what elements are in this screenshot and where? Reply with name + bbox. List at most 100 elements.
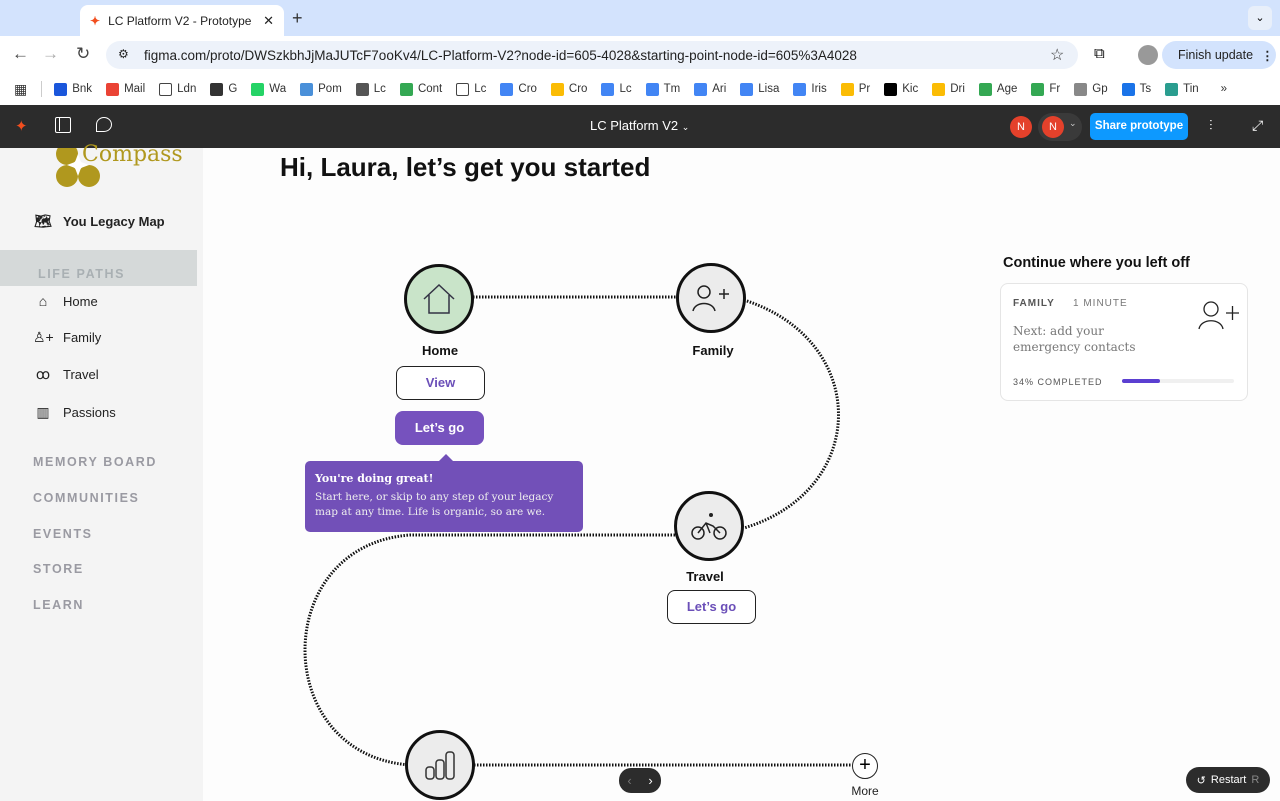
nav-memory-board[interactable]: MEMORY BOARD <box>33 455 158 469</box>
comment-icon[interactable] <box>96 117 112 132</box>
view-button[interactable]: View <box>396 366 485 400</box>
bookmark-icon <box>159 82 173 96</box>
more-bookmarks-icon[interactable]: » <box>1220 83 1228 95</box>
nav-communities[interactable]: COMMUNITIES <box>33 491 140 505</box>
figma-logo-icon[interactable]: ✦ <box>15 118 28 135</box>
tooltip-title: You're doing great! <box>315 472 434 485</box>
progress-fill <box>1122 379 1161 383</box>
bookmark-icon <box>550 82 564 96</box>
family-node[interactable] <box>676 263 746 333</box>
bookmark-item[interactable]: Ldn <box>159 82 196 96</box>
more-plus-icon[interactable]: + <box>852 753 878 779</box>
home-icon: ⌂ <box>38 293 48 309</box>
bookmark-item[interactable]: Lisa <box>740 82 779 96</box>
profile-avatar[interactable] <box>1138 45 1158 65</box>
bookmark-item[interactable]: Gp <box>1074 82 1108 96</box>
bookmark-item[interactable]: Dri <box>932 82 965 96</box>
apps-icon[interactable]: ▦ <box>14 80 28 97</box>
bookmark-label: Pom <box>318 83 342 95</box>
bookmark-item[interactable]: Tin <box>1165 82 1199 96</box>
bookmark-star-icon[interactable]: ☆ <box>1050 47 1065 64</box>
new-tab-button[interactable]: + <box>292 8 303 28</box>
sidebar-item-home[interactable]: ⌂Home <box>33 293 98 309</box>
next-icon[interactable]: › <box>648 773 653 788</box>
bookmark-icon <box>1074 82 1088 96</box>
onboarding-tooltip: You're doing great! Start here, or skip … <box>305 454 583 532</box>
progress-track <box>1122 379 1234 383</box>
restart-label: Restart <box>1210 774 1247 786</box>
bookmark-icon <box>645 82 659 96</box>
bookmark-item[interactable]: Lc <box>355 82 386 96</box>
home-lets-go-button[interactable]: Let’s go <box>395 411 484 445</box>
user-avatar[interactable]: N <box>1042 116 1064 138</box>
bookmark-item[interactable]: Fr <box>1031 82 1060 96</box>
bookmark-item[interactable]: Cro <box>550 82 587 96</box>
fullscreen-icon[interactable]: ⤢ <box>1252 117 1264 133</box>
bookmark-item[interactable]: Age <box>978 82 1017 96</box>
sidebar-item-family[interactable]: ♙+Family <box>33 329 101 346</box>
logo-text: Compass <box>82 142 183 167</box>
browser-tab[interactable]: ✦ LC Platform V2 - Prototype ✕ <box>80 5 284 36</box>
bookmark-item[interactable]: Lc <box>456 82 486 96</box>
compass-logo[interactable] <box>55 148 103 188</box>
bookmark-icon <box>210 82 224 96</box>
nav-store[interactable]: STORE <box>33 562 84 576</box>
back-icon[interactable]: ← <box>12 44 29 63</box>
bookmark-item[interactable]: Wa <box>251 82 287 96</box>
figma-icon: ✦ <box>90 13 101 28</box>
nav-events[interactable]: EVENTS <box>33 527 93 541</box>
continue-card[interactable]: FAMILY 1 MINUTE Next: add your emergency… <box>1000 283 1248 401</box>
share-prototype-button[interactable]: Share prototype <box>1090 113 1188 140</box>
close-tab-icon[interactable]: ✕ <box>263 12 274 28</box>
chevron-down-icon[interactable]: ⌄ <box>1069 118 1077 128</box>
address-bar[interactable]: ⚙ figma.com/proto/DWSzkbhJjMaJUTcF7ooKv4… <box>106 41 1078 69</box>
bookmark-item[interactable]: Iris <box>793 82 827 96</box>
bookmark-item[interactable]: Ari <box>694 82 726 96</box>
bookmark-item[interactable]: Cont <box>399 82 442 96</box>
bookmark-item[interactable]: Bnk <box>54 82 92 96</box>
bookmark-item[interactable]: Pom <box>300 82 342 96</box>
sidebar-label: Passions <box>63 405 116 420</box>
tab-title: LC Platform V2 - Prototype <box>108 13 252 28</box>
restart-shortcut: R <box>1251 774 1260 786</box>
file-title-dropdown[interactable]: LC Platform V2 ⌄ <box>590 118 690 133</box>
bookmark-label: Pr <box>858 83 871 95</box>
bookmark-item[interactable]: Kic <box>884 82 918 96</box>
sidebar-item-passions[interactable]: ▥Passions <box>33 404 116 421</box>
forward-icon[interactable]: → <box>42 44 59 63</box>
sidebar-toggle-icon[interactable] <box>55 117 71 133</box>
bookmark-item[interactable]: G <box>210 82 237 96</box>
user-avatar[interactable]: N <box>1010 116 1032 138</box>
restart-icon: ↺ <box>1196 774 1206 787</box>
bookmark-item[interactable]: Cro <box>500 82 537 96</box>
bookmark-icon <box>355 82 369 96</box>
previous-icon[interactable]: ‹ <box>627 773 632 788</box>
finish-update-button[interactable]: Finish update⋮ <box>1162 41 1276 69</box>
bookmark-item[interactable]: Mail <box>106 82 145 96</box>
travel-lets-go-button[interactable]: Let’s go <box>667 590 756 624</box>
bookmark-icon <box>1121 82 1135 96</box>
bicycle-icon <box>691 513 727 540</box>
restart-button[interactable]: ↺ Restart R <box>1186 767 1270 793</box>
life-paths-header[interactable] <box>0 250 197 286</box>
settings-sliders-icon[interactable]: ⫶ <box>1209 117 1213 133</box>
extensions-icon[interactable]: ⧉ <box>1094 45 1105 62</box>
sidebar-item-legacy-map[interactable]: 🗺︎You Legacy Map <box>33 213 165 230</box>
site-info-icon[interactable]: ⚙ <box>118 47 129 61</box>
bookmark-label: Dri <box>950 83 965 95</box>
passions-node[interactable] <box>405 730 475 800</box>
sidebar-label: Family <box>63 330 102 345</box>
bookmark-label: Wa <box>269 83 287 95</box>
home-node[interactable] <box>404 264 474 334</box>
home-label: Home <box>421 343 459 358</box>
reload-icon[interactable]: ↻ <box>76 44 91 63</box>
bookmark-item[interactable]: Pr <box>840 82 871 96</box>
bookmark-item[interactable]: Ts <box>1121 82 1151 96</box>
tab-search-button[interactable]: ⌄ <box>1248 6 1272 30</box>
bookmark-item[interactable]: Lc <box>601 82 632 96</box>
bookmark-label: Iris <box>811 83 827 95</box>
nav-learn[interactable]: LEARN <box>33 598 85 612</box>
travel-node[interactable] <box>674 491 744 561</box>
bookmark-item[interactable]: Tm <box>645 82 680 96</box>
